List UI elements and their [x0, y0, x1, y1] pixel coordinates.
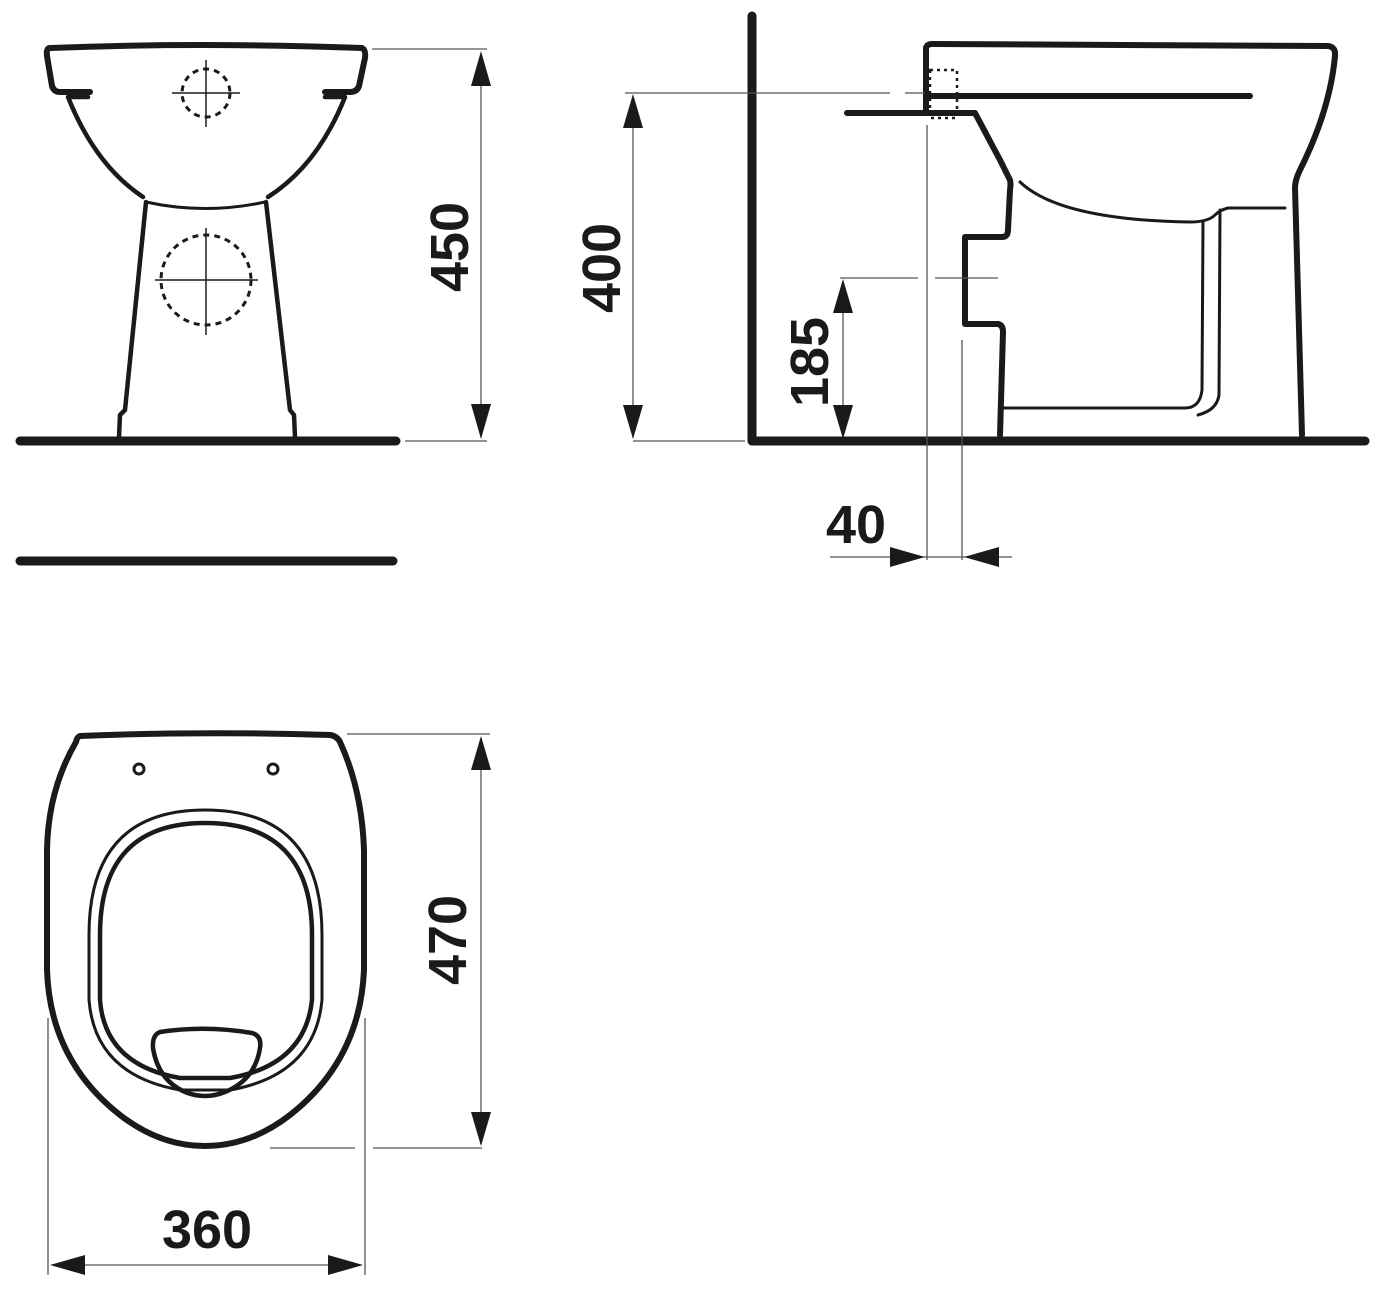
side-body-front: [923, 110, 1014, 438]
front-bowl-left: [65, 94, 146, 200]
side-hinge-dotted: [928, 68, 959, 120]
front-bowl-bottom: [144, 200, 267, 210]
side-trap-inner: [1196, 208, 1222, 417]
dimension-label-40: 40: [826, 495, 886, 555]
side-trap-outer: [999, 220, 1205, 410]
dimension-label-360: 360: [162, 1200, 252, 1260]
dimension-label-450: 450: [420, 202, 480, 292]
front-bowl-right: [265, 94, 348, 200]
dimension-label-400: 400: [572, 223, 632, 313]
side-body-outer: [844, 41, 1339, 438]
top-bowl-rim-inner: [97, 820, 315, 1081]
front-pedestal-right: [263, 199, 298, 440]
dimension-label-185: 185: [780, 317, 840, 407]
top-view: 470 360: [44, 730, 491, 1275]
dimension-label-470: 470: [418, 895, 478, 985]
front-rim-left: [43, 45, 93, 95]
top-hinge-bolt-left: [132, 762, 146, 776]
top-hinge-bolt-right: [266, 762, 280, 776]
front-pedestal-left: [116, 199, 149, 440]
side-bowl-curve: [1018, 180, 1287, 224]
front-rim: [47, 42, 369, 95]
top-seat-outline: [44, 730, 367, 1149]
top-bowl-rim-outer: [87, 808, 324, 1092]
side-view: 400 185 40: [572, 11, 1370, 567]
top-water-area: [150, 1026, 263, 1099]
front-view: 450: [15, 42, 491, 566]
